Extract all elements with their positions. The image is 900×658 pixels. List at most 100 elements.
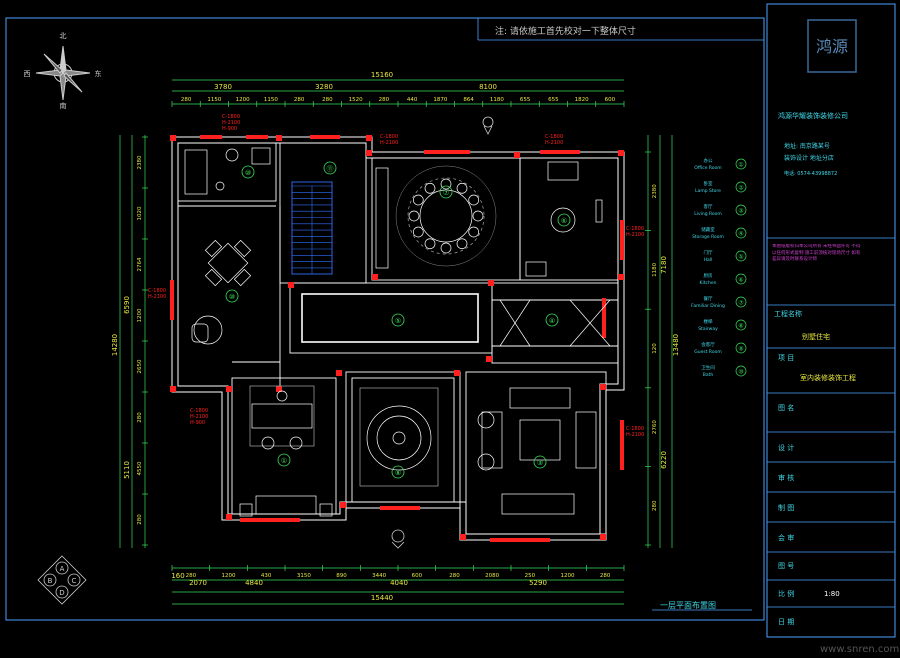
legend-en: Hall [704, 257, 713, 263]
legend-en: Stairway [698, 326, 718, 332]
window-tag: H-2100 [545, 140, 563, 146]
legend-en: Guest Room [694, 349, 721, 355]
left-total-dim: 14280 [111, 334, 119, 356]
room-tag: ⑩ [229, 293, 235, 301]
dim-label: 1150 [264, 97, 278, 103]
dim-label: 430 [261, 573, 272, 579]
legend-marker [735, 365, 747, 377]
room-tag: ⑤ [395, 317, 401, 325]
legend-cn: 客厅 [704, 203, 713, 210]
legend-num: ⑤ [738, 254, 743, 261]
dim-label: 280 [379, 97, 390, 103]
legend-num: ③ [738, 208, 743, 215]
window-tag: C-1800 [626, 226, 644, 232]
window-tag: H-2100 [190, 414, 208, 420]
dim-label: 1020 [137, 206, 143, 220]
legend-cn: 卫生间 [701, 364, 715, 371]
legend-marker [735, 181, 747, 193]
dim-label: 280 [449, 573, 460, 579]
dim-label: 120 [652, 343, 658, 354]
staircase [292, 185, 332, 274]
dim-label: 1200 [222, 573, 236, 579]
left-group-dim: 5110 [123, 461, 131, 479]
legend-en: Familiar Dining [691, 303, 725, 309]
dining-chair [412, 194, 424, 206]
dim-label: 600 [605, 97, 616, 103]
window-tag: H-2100 [626, 432, 644, 438]
legend-cn: 卧室 [704, 180, 713, 187]
dim-label: 655 [520, 97, 531, 103]
window-tag: H-2100 [148, 294, 166, 300]
bottom-dimensions [171, 565, 625, 605]
section-letter: D [59, 589, 64, 597]
dim-label: 1200 [236, 97, 250, 103]
dining-chair [408, 210, 420, 222]
project-label: 工程名称 [774, 309, 802, 318]
legend-en: Lamp Store [695, 188, 721, 194]
company-logo: 鸿源 [816, 37, 848, 56]
top-total-dim: 15160 [371, 71, 393, 79]
dim-label: 1180 [490, 97, 504, 103]
window-tags: C-1800 H-2100 H-900 C-1800 H-2100 C-1800… [148, 114, 644, 438]
header-note: 注: 请依施工首先校对一下整体尺寸 [495, 25, 636, 37]
legend-en: Living Room [694, 211, 722, 217]
item-value: 室内装修装饰工程 [800, 373, 856, 382]
dim-label: 1200 [561, 573, 575, 579]
left-group-dim: 6590 [123, 296, 131, 314]
dim-label: 600 [412, 573, 423, 579]
window-tag: C-1800 [545, 134, 563, 140]
title-block-frame [766, 3, 896, 638]
bottom-group-dim: 4840 [245, 579, 263, 587]
dim-label: 250 [525, 573, 536, 579]
entry-figure [391, 116, 494, 549]
section-letter: C [72, 577, 77, 585]
dim-label: 2380 [137, 155, 143, 169]
legend-num: ⑥ [738, 277, 743, 284]
room-tags [225, 161, 571, 479]
dining-chair [468, 194, 480, 206]
dining-chair [412, 226, 424, 238]
legend-marker [735, 250, 747, 262]
room-tag: ⑥ [561, 217, 567, 225]
room-tag: ⑩ [245, 169, 251, 177]
compass-west-label: 西 [24, 70, 31, 78]
room-tag: ⑪ [327, 165, 334, 173]
dim-label: 280 [137, 412, 143, 423]
legend-num: ① [738, 162, 743, 169]
room-tag: ④ [549, 317, 555, 325]
top-dimensions [171, 79, 625, 107]
section-compass [37, 555, 87, 605]
window-tag: H-2100 [380, 140, 398, 146]
compass-east-label: 东 [95, 69, 102, 78]
legend-marker [735, 204, 747, 216]
bottom-small-dim: 2070 [189, 579, 207, 587]
legend-num: ⑧ [738, 323, 743, 330]
window-tag: H-900 [190, 420, 205, 426]
dim-label: 2380 [652, 184, 658, 198]
window-tag: H-900 [222, 126, 237, 132]
structural-columns [170, 135, 624, 540]
scale-value: 1:80 [824, 590, 840, 598]
legend-en: Office Room [694, 165, 721, 171]
company-name: 鸿源华耀装饰装修公司 [778, 111, 848, 120]
plan-caption: 一层平面布置图 [660, 600, 716, 610]
legend-num: ⑦ [738, 300, 744, 307]
dim-label: 280 [137, 514, 143, 525]
sheet-frame [5, 17, 765, 621]
dim-label: 4550 [137, 461, 143, 475]
legend-marker [735, 227, 747, 239]
company-branch: 装饰设计 地址分店 [784, 154, 834, 162]
number-label: 图 号 [778, 562, 794, 570]
legend-cn: 门厅 [704, 249, 713, 256]
bottom-small-dim: 160 [171, 572, 184, 580]
legend-marker [735, 158, 747, 170]
dim-label: 280 [600, 573, 611, 579]
dim-label: 1150 [207, 97, 221, 103]
legend-cn: 楼梯 [704, 318, 713, 325]
window-tag: C-1800 [626, 426, 644, 432]
